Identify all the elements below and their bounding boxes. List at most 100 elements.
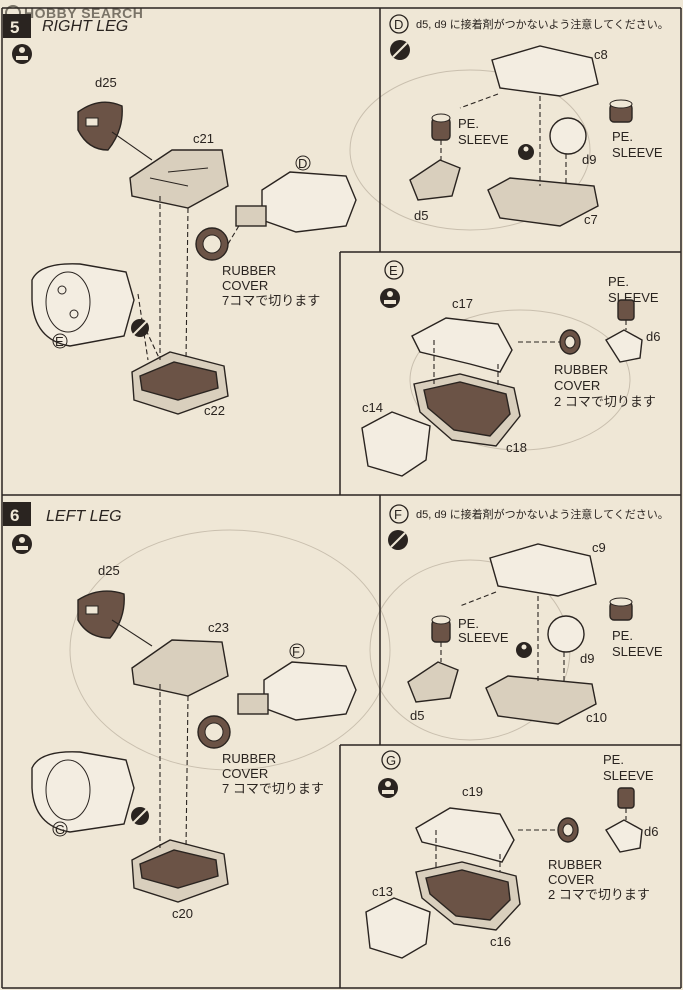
step-D-note: d5, d9 に接着剤がつかないよう注意してください。 bbox=[416, 17, 669, 31]
cement-icon bbox=[12, 534, 32, 554]
label-pe2b: SLEEVE bbox=[612, 644, 663, 659]
rubber-cover bbox=[195, 227, 229, 261]
label-c13: c13 bbox=[372, 884, 393, 899]
label-D: D bbox=[298, 156, 307, 171]
label-c9: c9 bbox=[592, 540, 606, 555]
part-d9 bbox=[547, 615, 585, 653]
label-pe-a: PE. bbox=[603, 752, 624, 767]
cement-icon bbox=[516, 642, 532, 658]
part-d5 bbox=[407, 661, 459, 703]
label-c20: c20 bbox=[172, 906, 193, 921]
label-d9: d9 bbox=[582, 152, 596, 167]
label-cut: 7コマで切ります bbox=[222, 293, 320, 308]
no-cement-icon bbox=[390, 40, 410, 60]
part-d6 bbox=[605, 329, 643, 363]
label-d9: d9 bbox=[580, 651, 594, 666]
pe-sleeve-2 bbox=[609, 99, 633, 123]
panel-frames bbox=[1, 7, 682, 989]
label-pe1b: SLEEVE bbox=[458, 132, 509, 147]
part-d9 bbox=[549, 117, 587, 155]
label-c21: c21 bbox=[193, 131, 214, 146]
pe-sleeve-1 bbox=[431, 113, 451, 141]
label-d25: d25 bbox=[98, 563, 120, 578]
cement-icon bbox=[380, 288, 400, 308]
step-number-box bbox=[3, 14, 31, 38]
label-rubber: RUBBER bbox=[554, 362, 608, 377]
rubber-cover bbox=[557, 817, 579, 843]
part-c10 bbox=[485, 675, 597, 725]
label-cover: COVER bbox=[222, 278, 268, 293]
pe-sleeve bbox=[617, 299, 635, 321]
subassembly-G bbox=[31, 751, 135, 833]
label-pe-b: SLEEVE bbox=[603, 768, 654, 783]
step-number: 6 bbox=[10, 506, 19, 525]
step-title: LEFT LEG bbox=[46, 508, 122, 525]
step-D-panel: D d5, d9 に接着剤がつかないよう注意してください。 c8 PE. SLE… bbox=[389, 14, 669, 227]
cement-icon bbox=[378, 778, 398, 798]
step-G-letter: G bbox=[386, 753, 396, 768]
part-d6 bbox=[605, 819, 643, 853]
part-c21 bbox=[129, 149, 229, 209]
label-pe2b: SLEEVE bbox=[612, 145, 663, 160]
part-c13 bbox=[365, 897, 431, 959]
label-pe1b: SLEEVE bbox=[458, 630, 509, 645]
label-pe-a: PE. bbox=[608, 274, 629, 289]
no-cement-icon bbox=[131, 807, 149, 825]
cement-icon bbox=[12, 44, 32, 64]
label-cut: 7 コマで切ります bbox=[222, 781, 324, 796]
label-c18: c18 bbox=[506, 440, 527, 455]
step-number-box bbox=[3, 502, 31, 526]
part-c19 bbox=[415, 807, 515, 863]
part-c7 bbox=[487, 177, 599, 227]
label-d6: d6 bbox=[644, 824, 658, 839]
label-d5: d5 bbox=[414, 208, 428, 223]
label-rubber: RUBBER bbox=[222, 263, 276, 278]
label-c22: c22 bbox=[204, 403, 225, 418]
label-c7: c7 bbox=[584, 212, 598, 227]
part-c17 bbox=[411, 317, 513, 373]
label-pe2a: PE. bbox=[612, 628, 633, 643]
label-c10: c10 bbox=[586, 710, 607, 725]
cement-icon bbox=[518, 144, 534, 160]
rubber-cover bbox=[197, 715, 231, 749]
label-d5: d5 bbox=[410, 708, 424, 723]
part-c8 bbox=[491, 45, 599, 97]
label-c16: c16 bbox=[490, 934, 511, 949]
label-cover: COVER bbox=[554, 378, 600, 393]
label-c23: c23 bbox=[208, 620, 229, 635]
step-5-panel: 5 RIGHT LEG d25 c21 D RUBBER COVER 7コマで切… bbox=[3, 14, 357, 418]
label-c17: c17 bbox=[452, 296, 473, 311]
step-D-letter: D bbox=[394, 17, 403, 32]
step-number: 5 bbox=[10, 18, 19, 37]
no-cement-icon bbox=[388, 530, 408, 550]
label-G: G bbox=[55, 822, 65, 837]
label-pe2a: PE. bbox=[612, 129, 633, 144]
part-c9 bbox=[489, 543, 597, 597]
label-pe1a: PE. bbox=[458, 116, 479, 131]
part-d25 bbox=[77, 590, 125, 639]
label-c8: c8 bbox=[594, 47, 608, 62]
step-title: RIGHT LEG bbox=[42, 18, 128, 35]
label-F: F bbox=[292, 644, 300, 659]
label-cover: COVER bbox=[222, 766, 268, 781]
label-c19: c19 bbox=[462, 784, 483, 799]
label-E: E bbox=[55, 334, 64, 349]
label-d6: d6 bbox=[646, 329, 660, 344]
label-rubber: RUBBER bbox=[548, 857, 602, 872]
part-c14 bbox=[361, 411, 431, 477]
pe-sleeve-2 bbox=[609, 597, 633, 621]
pe-sleeve-1 bbox=[431, 615, 451, 643]
rubber-cover bbox=[559, 329, 581, 355]
label-d25: d25 bbox=[95, 75, 117, 90]
label-rubber: RUBBER bbox=[222, 751, 276, 766]
step-E-letter: E bbox=[389, 263, 398, 278]
part-c23 bbox=[131, 639, 229, 697]
label-pe1a: PE. bbox=[458, 616, 479, 631]
step-F-note: d5, d9 に接着剤がつかないよう注意してください。 bbox=[416, 507, 669, 521]
pe-sleeve bbox=[617, 787, 635, 809]
label-cover: COVER bbox=[548, 872, 594, 887]
step-F-panel: F d5, d9 に接着剤がつかないよう注意してください。 c9 PE. SLE… bbox=[388, 504, 669, 725]
no-cement-icon bbox=[131, 319, 149, 337]
part-d25 bbox=[77, 101, 123, 151]
